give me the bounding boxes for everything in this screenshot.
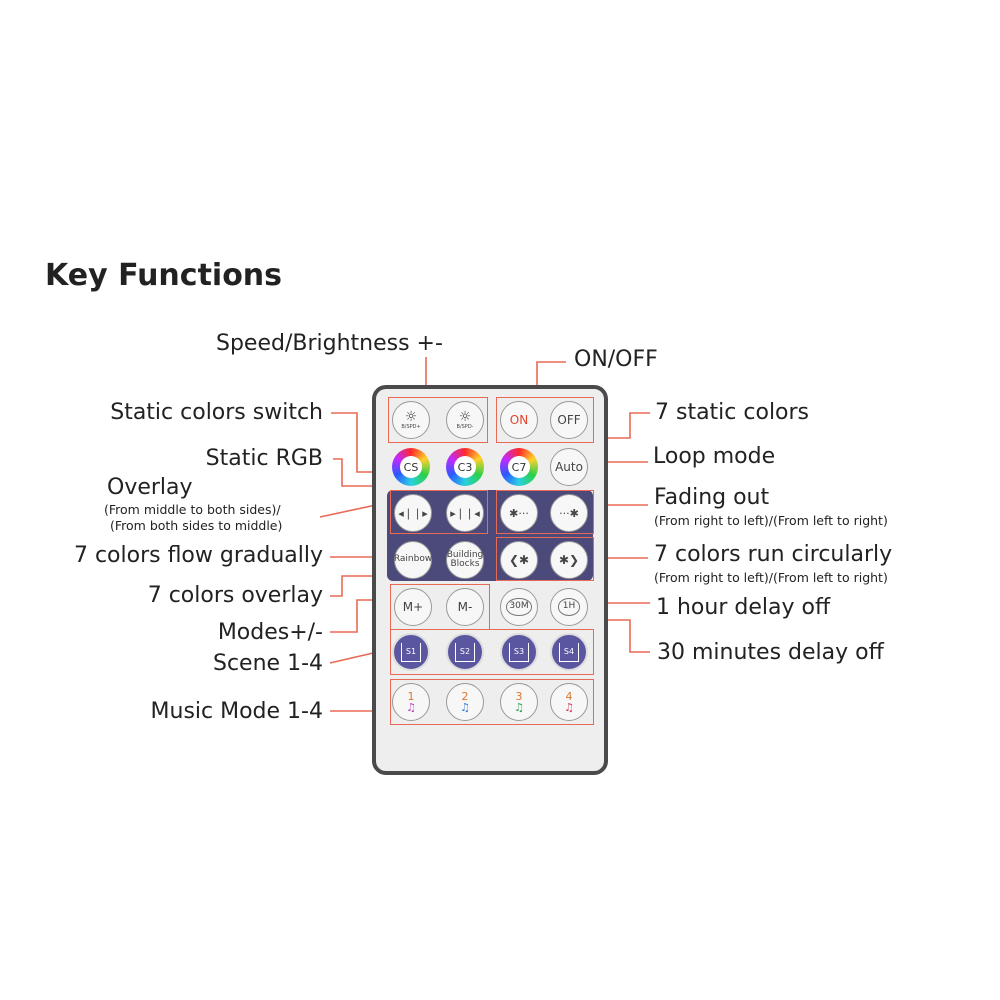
mode-plus-button[interactable]: M+: [394, 588, 432, 626]
brightness-speed-down-button[interactable]: ☼ B/SPD-: [446, 401, 484, 439]
run-circular-ltr-button[interactable]: ✱❯: [550, 541, 588, 579]
label-fading-out-sub: (From right to left)/(From left to right…: [654, 513, 888, 528]
scene-2-house-icon: S2: [455, 642, 475, 662]
label-1-hour-delay: 1 hour delay off: [656, 595, 831, 620]
remote-control: ☼ B/SPD+ ☼ B/SPD- ON OFF CS C3 C7 Auto ◂…: [372, 385, 608, 775]
fading-out-ltr-button[interactable]: ···✱: [550, 494, 588, 532]
scene-4-button[interactable]: S4: [550, 633, 588, 671]
c7-label: C7: [508, 456, 530, 478]
brightness-speed-up-button[interactable]: ☼ B/SPD+: [392, 401, 430, 439]
music-note-icon: ♫: [406, 701, 416, 714]
cs-button[interactable]: CS: [392, 448, 430, 486]
label-7-colors-run: 7 colors run circularly: [654, 542, 893, 567]
label-loop-mode: Loop mode: [653, 444, 776, 469]
fade-right-icon: ···✱: [559, 506, 579, 520]
music-mode-2-button[interactable]: 2 ♫: [446, 683, 484, 721]
label-scene: Scene 1-4: [213, 651, 323, 676]
cs-label: CS: [400, 456, 422, 478]
scene-1-house-icon: S1: [401, 642, 421, 662]
sun-plus-icon: ☼: [404, 409, 418, 426]
label-static-rgb: Static RGB: [205, 446, 323, 471]
auto-button[interactable]: Auto: [550, 448, 588, 486]
label-music-mode: Music Mode 1-4: [150, 699, 323, 724]
music-2-label: 2: [461, 690, 469, 703]
arrows-inward-icon: ▸❘❘◂: [450, 506, 480, 520]
scene-4-house-icon: S4: [559, 642, 579, 662]
building-blocks-button[interactable]: Building Blocks: [446, 541, 484, 579]
label-modes: Modes+/-: [217, 620, 323, 645]
arrows-outward-icon: ◂❘❘▸: [398, 506, 428, 520]
bspd-plus-label: B/SPD+: [401, 423, 421, 430]
c7-button[interactable]: C7: [500, 448, 538, 486]
scene-2-button[interactable]: S2: [446, 633, 484, 671]
music-3-label: 3: [515, 690, 523, 703]
label-overlay-sub1: (From middle to both sides)/: [104, 502, 281, 517]
off-button[interactable]: OFF: [550, 401, 588, 439]
c3-label: C3: [454, 456, 476, 478]
label-7-colors-overlay: 7 colors overlay: [147, 583, 323, 608]
music-mode-4-button[interactable]: 4 ♫: [550, 683, 588, 721]
thirty-m-label: 30M: [506, 598, 532, 616]
label-overlay-sub2: (From both sides to middle): [110, 518, 283, 533]
label-static-colors-switch: Static colors switch: [110, 400, 323, 425]
label-speed-brightness: Speed/Brightness +-: [216, 331, 443, 356]
bspd-minus-label: B/SPD-: [456, 423, 474, 430]
run-circular-rtl-button[interactable]: ❮✱: [500, 541, 538, 579]
music-1-label: 1: [407, 690, 415, 703]
diagram-title: Key Functions: [45, 258, 283, 293]
scene-1-button[interactable]: S1: [392, 633, 430, 671]
scene-3-house-icon: S3: [509, 642, 529, 662]
fading-out-rtl-button[interactable]: ✱···: [500, 494, 538, 532]
label-7-colors-run-sub: (From right to left)/(From left to right…: [654, 570, 888, 585]
overlay-outward-button[interactable]: ◂❘❘▸: [394, 494, 432, 532]
label-fading-out: Fading out: [654, 485, 770, 510]
rainbow-button[interactable]: Rainbow: [394, 541, 432, 579]
music-4-label: 4: [565, 690, 573, 703]
label-7-colors-flow: 7 colors flow gradually: [73, 543, 323, 568]
mode-minus-button[interactable]: M-: [446, 588, 484, 626]
music-mode-1-button[interactable]: 1 ♫: [392, 683, 430, 721]
one-h-label: 1H: [557, 598, 581, 616]
fade-left-icon: ✱···: [509, 506, 529, 520]
sun-minus-icon: ☼: [458, 409, 472, 426]
scene-3-button[interactable]: S3: [500, 633, 538, 671]
label-overlay: Overlay: [107, 475, 193, 500]
label-7-static-colors: 7 static colors: [655, 400, 810, 425]
music-note-icon: ♫: [460, 701, 470, 714]
label-on-off: ON/OFF: [574, 347, 658, 372]
music-mode-3-button[interactable]: 3 ♫: [500, 683, 538, 721]
circular-left-icon: ❮✱: [508, 553, 530, 567]
overlay-inward-button[interactable]: ▸❘❘◂: [446, 494, 484, 532]
delay-1h-button[interactable]: 1H: [550, 588, 588, 626]
on-button[interactable]: ON: [500, 401, 538, 439]
delay-30m-button[interactable]: 30M: [500, 588, 538, 626]
circular-right-icon: ✱❯: [558, 553, 580, 567]
music-note-icon: ♫: [564, 701, 574, 714]
c3-button[interactable]: C3: [446, 448, 484, 486]
label-30-min-delay: 30 minutes delay off: [657, 640, 884, 665]
building-label: Building: [446, 549, 484, 560]
music-note-icon: ♫: [514, 701, 524, 714]
blocks-label: Blocks: [450, 559, 480, 569]
